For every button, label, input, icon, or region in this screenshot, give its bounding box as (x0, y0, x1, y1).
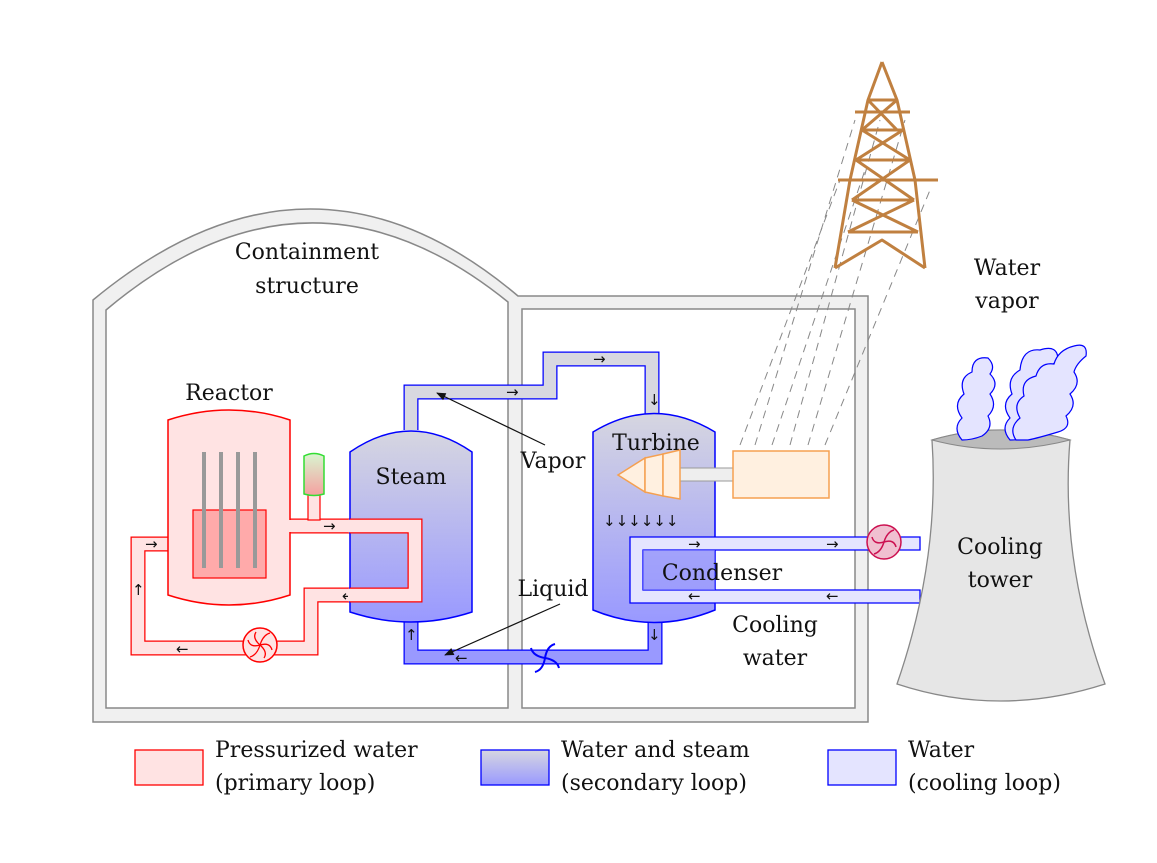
legend-swatch-cooling (827, 749, 897, 786)
reactor-label: Reactor (185, 381, 273, 406)
legend-sublabel: (secondary loop) (561, 771, 747, 796)
cooling-tower-label-2: tower (968, 568, 1033, 593)
condenser-label: Condenser (662, 561, 783, 586)
legend-swatch-secondary (480, 749, 550, 786)
generator (732, 450, 830, 499)
condensation-arrows: ↓↓↓↓↓↓ (603, 512, 678, 530)
secondary-loop-steam-pipe (403, 351, 660, 430)
cooling-water-label-2: water (743, 646, 808, 671)
steam-generator-tube (348, 518, 423, 603)
liquid-label: Liquid (517, 577, 588, 602)
control-rods (202, 452, 257, 568)
turbine-icon (616, 449, 681, 500)
svg-text:←: ← (826, 587, 839, 605)
turbine-shaft (679, 467, 734, 482)
containment-label: Containment (235, 240, 379, 265)
legend-item-primary: Pressurized water (primary loop) (134, 738, 418, 796)
legend-swatch-primary (134, 749, 204, 786)
containment-label-2: structure (255, 274, 359, 299)
svg-text:→: → (593, 350, 606, 368)
legend-label: Water and steam (561, 738, 750, 763)
water-vapor-cloud-icon (956, 344, 1087, 441)
legend-item-secondary: Water and steam (secondary loop) (480, 738, 750, 796)
water-vapor-label: Water (974, 256, 1041, 281)
svg-text:↓: ↓ (648, 626, 661, 644)
cooling-water-label: Cooling (732, 613, 818, 638)
svg-text:←: ← (455, 649, 468, 667)
svg-text:→: → (506, 383, 519, 401)
primary-pump-icon (242, 627, 278, 663)
cooling-tower-label: Cooling (957, 535, 1043, 560)
legend-item-cooling: Water (cooling loop) (827, 738, 1061, 796)
transmission-tower-icon (833, 61, 938, 270)
reactor-vessel (167, 409, 291, 606)
legend-sublabel: (cooling loop) (908, 771, 1061, 796)
svg-text:←: ← (688, 587, 701, 605)
secondary-pump-icon (530, 643, 560, 673)
turbine-label: Turbine (612, 431, 700, 456)
vapor-pointer (436, 392, 546, 446)
steam-label: Steam (376, 465, 447, 490)
secondary-loop-liquid-pipe (403, 618, 663, 665)
svg-text:→: → (145, 535, 158, 553)
water-vapor-label-2: vapor (974, 289, 1039, 314)
cooling-flow-arrows: → → ← ← (688, 535, 839, 605)
svg-text:↓↓↓↓↓↓: ↓↓↓↓↓↓ (603, 512, 678, 530)
vapor-label: Vapor (520, 449, 586, 474)
cooling-tower (896, 429, 1106, 702)
svg-text:→: → (323, 517, 336, 535)
svg-text:←: ← (176, 640, 189, 658)
legend-sublabel: (primary loop) (215, 771, 375, 796)
svg-text:↓: ↓ (648, 391, 661, 409)
pressurizer (303, 452, 325, 521)
legend-label: Water (908, 738, 975, 763)
svg-text:↑: ↑ (132, 581, 145, 599)
svg-text:→: → (826, 535, 839, 553)
svg-text:→: → (688, 535, 701, 553)
legend-label: Pressurized water (215, 738, 418, 763)
liquid-pointer (444, 603, 561, 656)
cooling-pump-icon (866, 524, 902, 560)
secondary-flow-arrows: → → ↓ ↓ ← ↑ (405, 350, 661, 667)
legend: Pressurized water (primary loop) Water a… (134, 738, 1061, 796)
svg-text:↑: ↑ (405, 626, 418, 644)
